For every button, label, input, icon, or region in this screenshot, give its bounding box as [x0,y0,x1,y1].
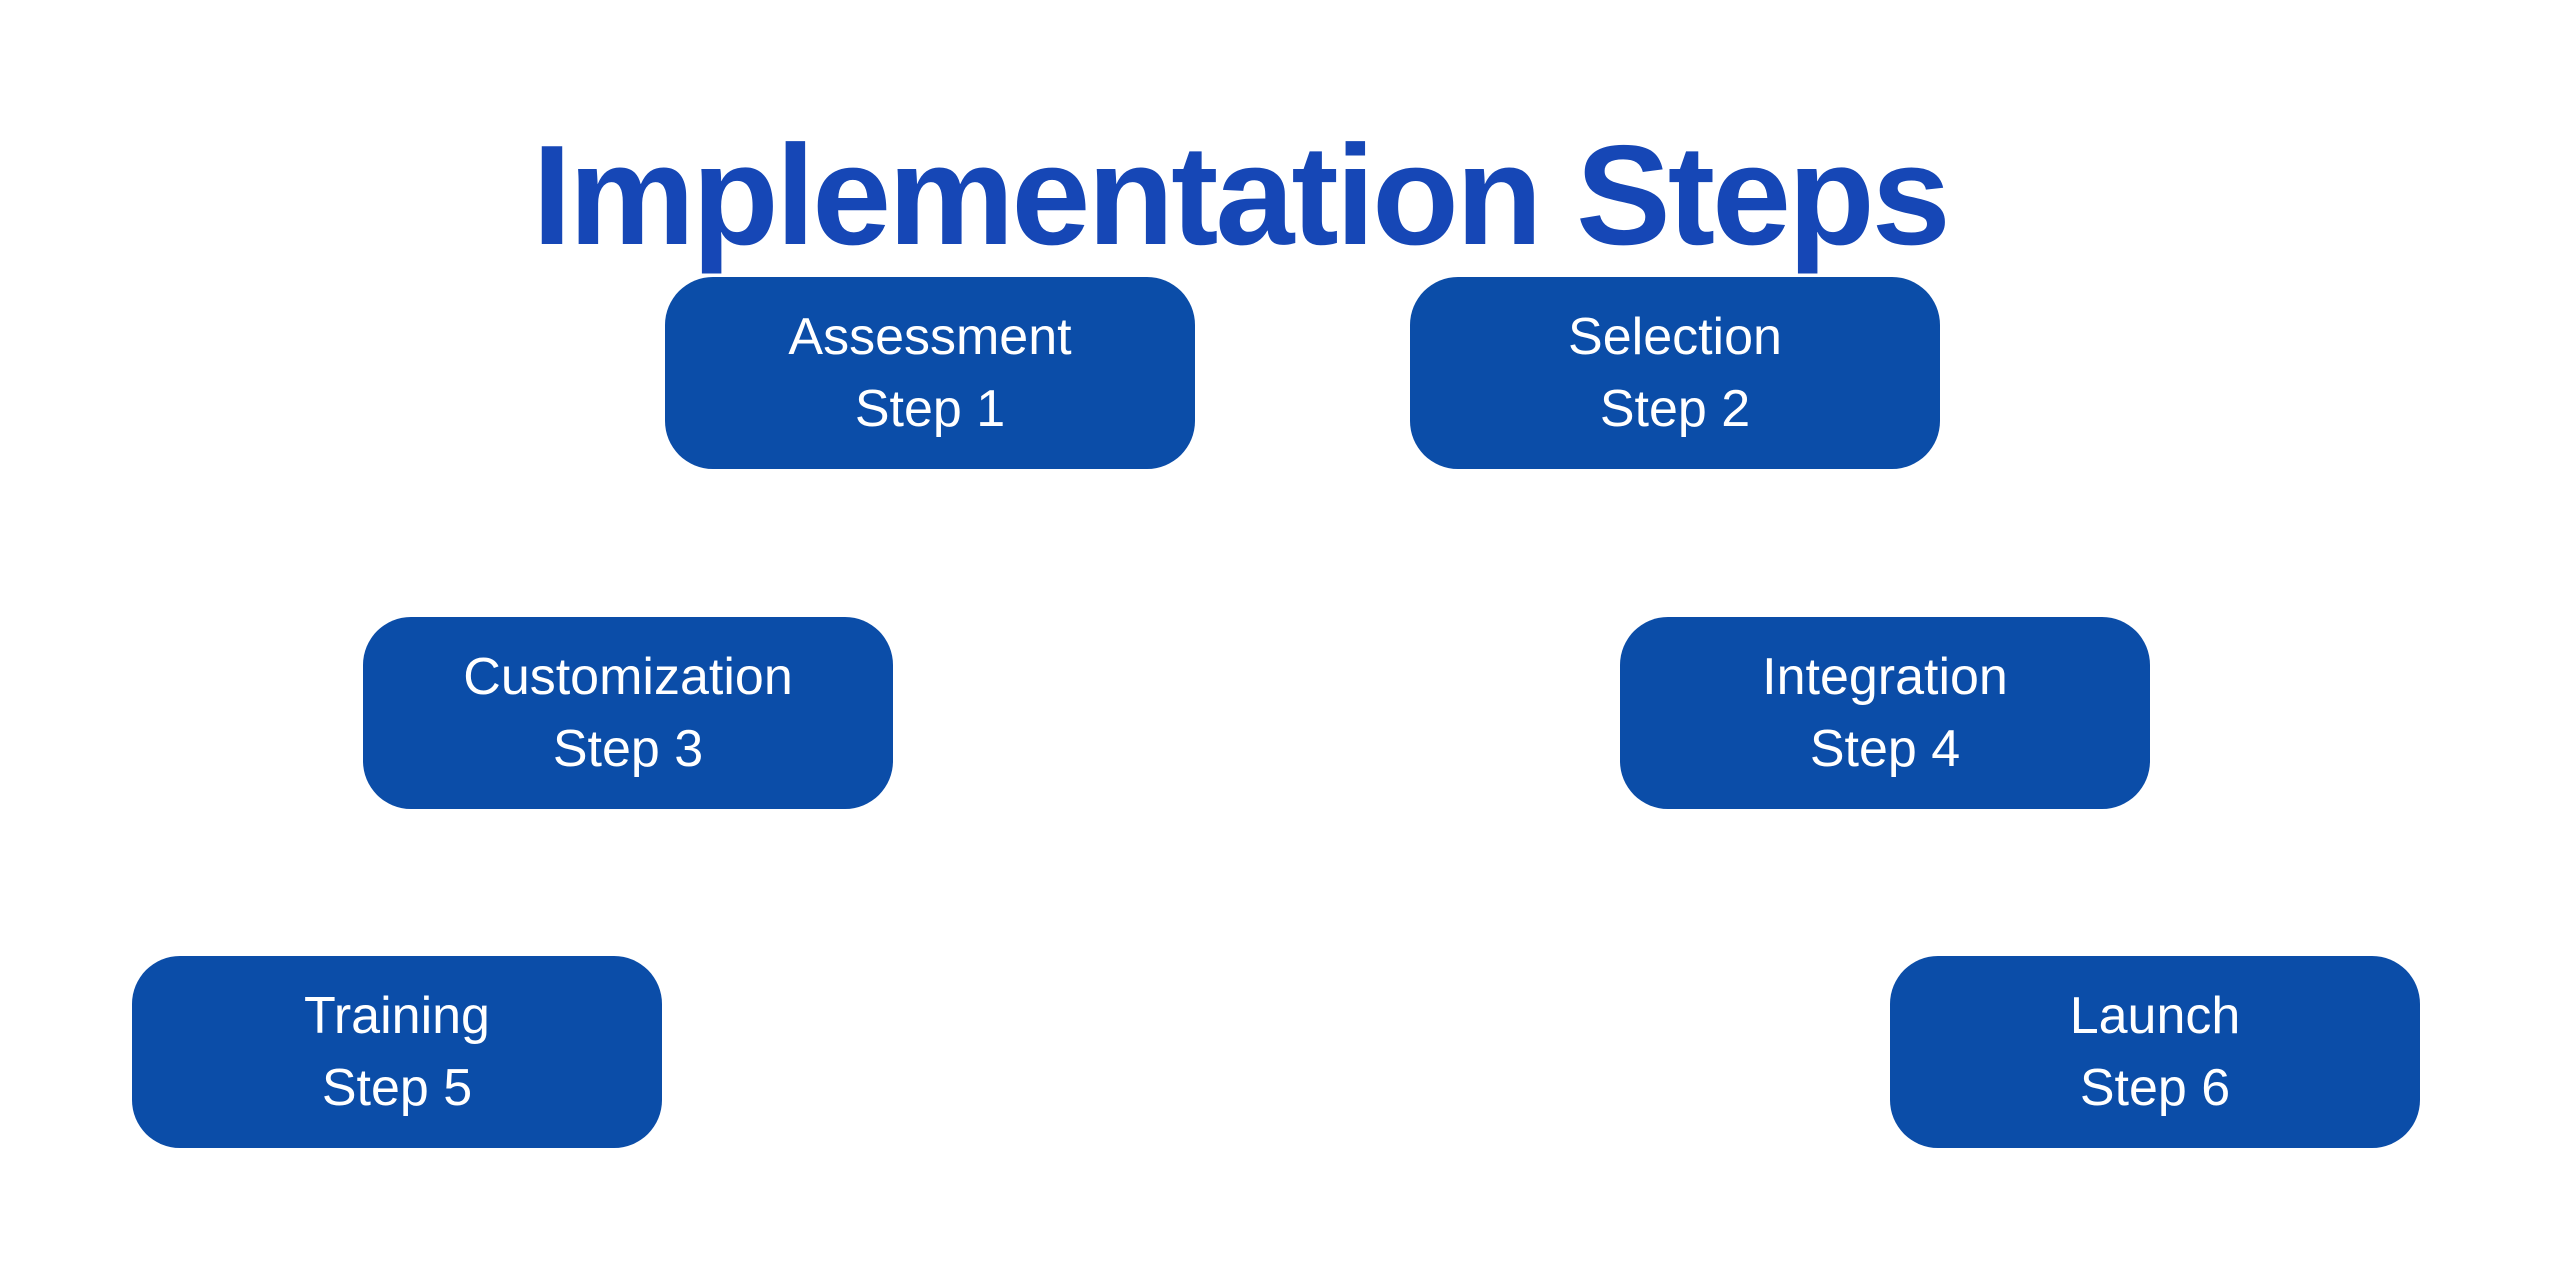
step-box-integration: Integration Step 4 [1620,617,2150,809]
step-box-selection: Selection Step 2 [1410,277,1940,469]
step-label: Assessment [788,308,1072,366]
step-number: Step 5 [321,1059,473,1117]
page-title: Implementation Steps [532,116,1950,276]
step-box-assessment: Assessment Step 1 [665,277,1195,469]
step-label: Launch [2069,987,2241,1045]
step-box-launch: Launch Step 6 [1890,956,2420,1148]
step-box-training: Training Step 5 [132,956,662,1148]
step-number: Step 4 [1809,720,1961,778]
step-label: Training [304,987,490,1045]
step-label: Customization [463,648,793,706]
step-number: Step 1 [854,380,1006,438]
step-box-customization: Customization Step 3 [363,617,893,809]
step-number: Step 3 [552,720,704,778]
step-label: Selection [1568,308,1782,366]
step-number: Step 2 [1599,380,1751,438]
step-label: Integration [1762,648,2008,706]
step-number: Step 6 [2079,1059,2231,1117]
